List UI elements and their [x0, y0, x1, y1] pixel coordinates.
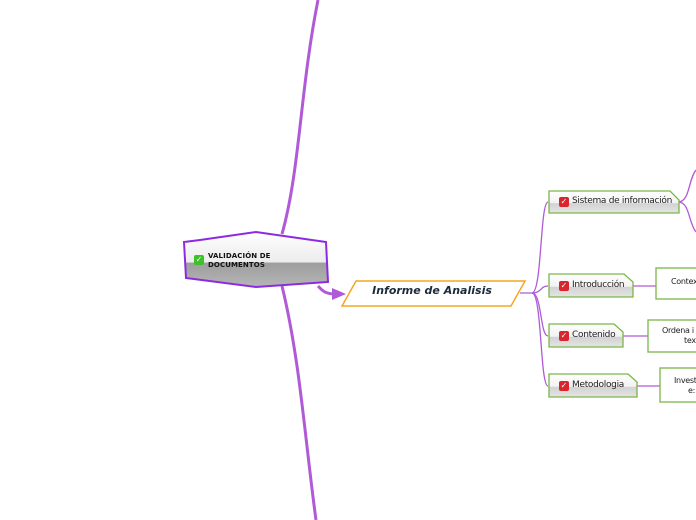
branch-arrowhead — [332, 288, 346, 300]
branch-root-up — [280, 0, 320, 235]
topic-label-introduccion: Introducción — [572, 280, 625, 290]
subtopic-line: e: — [688, 386, 696, 395]
topic-node-sistema[interactable] — [548, 190, 680, 214]
check-icon: ✓ — [559, 381, 569, 391]
check-icon: ✓ — [559, 281, 569, 291]
topic-node-contenido[interactable] — [548, 323, 624, 348]
topic-label-metodologia: Metodologia — [572, 380, 624, 390]
topic-label-sistema: Sistema de información — [572, 196, 672, 206]
topic-label-contenido: Contenido — [572, 330, 616, 340]
check-icon: ✓ — [194, 255, 204, 265]
subtopic-label-contexto: Contex — [671, 277, 696, 287]
subtopic-node-ordena[interactable] — [647, 319, 696, 353]
root-label-line2: DOCUMENTOS — [208, 261, 265, 269]
central-node-shape[interactable] — [340, 280, 527, 307]
root-node-label: VALIDACIÓN DE DOCUMENTOS — [208, 252, 318, 270]
branches-central-to-topics — [520, 201, 549, 387]
check-icon: ✓ — [559, 197, 569, 207]
subtopic-label-investiga: Investi e: — [674, 376, 696, 396]
check-icon: ✓ — [559, 331, 569, 341]
central-node-label: Informe de Analisis — [372, 284, 492, 297]
root-label-line1: VALIDACIÓN DE — [208, 252, 271, 260]
subtopic-line: tex — [684, 336, 696, 345]
subtopic-line: Contex — [671, 277, 696, 286]
subtopic-line: Ordena i — [661, 326, 694, 335]
branches-topics-to-subtopics — [622, 169, 696, 387]
topic-node-metodologia[interactable] — [548, 373, 638, 398]
subtopic-node-contexto[interactable] — [655, 267, 696, 300]
topic-node-introduccion[interactable] — [548, 273, 634, 298]
subtopic-label-ordena: Ordena i tex — [660, 326, 696, 346]
subtopic-line: Investi — [674, 376, 696, 385]
branch-root-down — [280, 285, 318, 520]
subtopic-node-investiga[interactable] — [659, 367, 696, 403]
root-node-shape[interactable] — [182, 230, 330, 289]
